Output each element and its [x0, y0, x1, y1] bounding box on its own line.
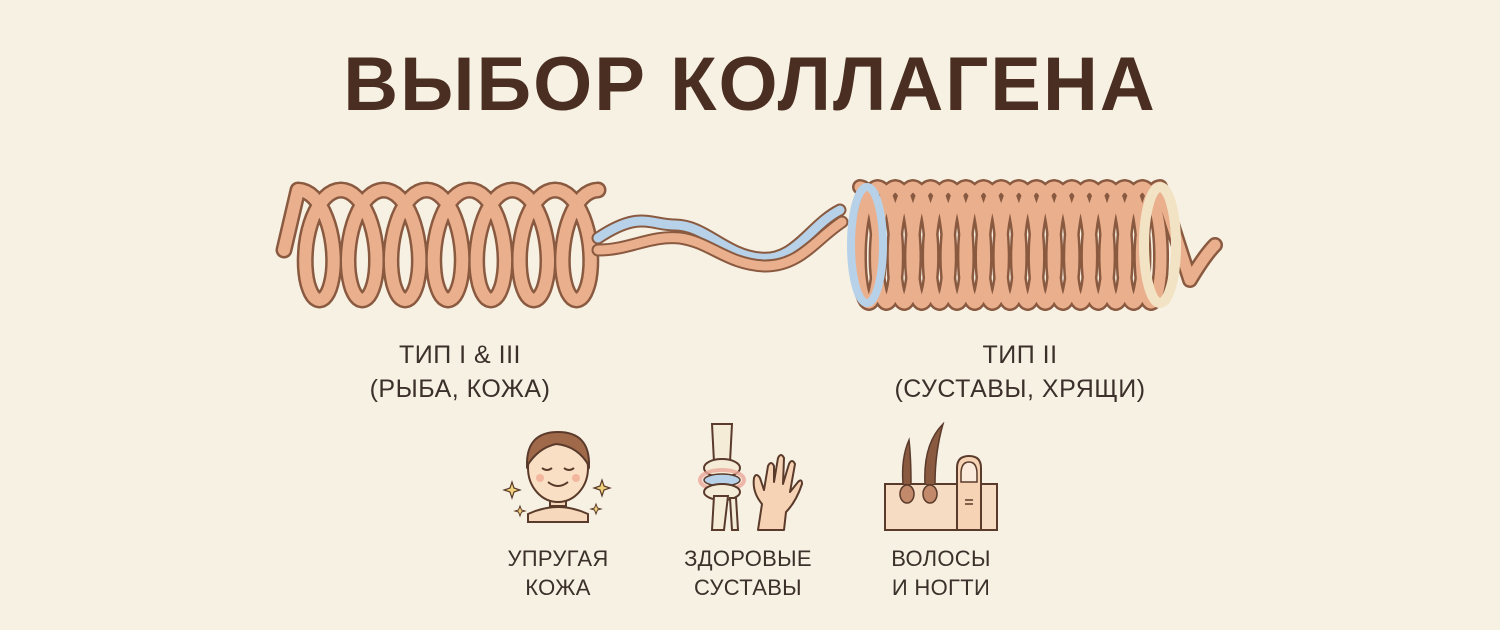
page-title: ВЫБОР КОЛЛАГЕНА: [343, 42, 1157, 127]
type-2-source: (СУСТАВЫ, ХРЯЩИ): [894, 375, 1146, 403]
benefit-caption: ВОЛОСЫ И НОГТИ: [846, 544, 1036, 602]
caption-line: СУСТАВЫ: [694, 575, 802, 600]
knee-joint-icon: [698, 423, 803, 531]
type-2-label: ТИП II (СУСТАВЫ, ХРЯЩИ): [870, 338, 1170, 406]
benefit-hair-and-nails: ВОЛОСЫ И НОГТИ: [846, 422, 1036, 602]
caption-line: И НОГТИ: [891, 575, 991, 600]
hair-nail-icon: [884, 422, 998, 531]
caption-line: ВОЛОСЫ: [891, 546, 991, 571]
middle-strand-link: [591, 203, 849, 273]
benefit-caption: ЗДОРОВЫЕ СУСТАВЫ: [653, 544, 843, 602]
benefit-healthy-joints: ЗДОРОВЫЕ СУСТАВЫ: [653, 422, 843, 602]
caption-line: ЗДОРОВЫЕ: [684, 546, 812, 571]
right-dense-helix-coil: [847, 179, 1223, 311]
left-helix-coil: [275, 181, 607, 309]
face-icon: [502, 430, 612, 523]
type-1-3-label: ТИП I & III (РЫБА, КОЖА): [330, 338, 590, 406]
type-2-name: ТИП II: [982, 341, 1058, 369]
benefit-elastic-skin: УПРУГАЯ КОЖА: [463, 422, 653, 602]
type-1-3-source: (РЫБА, КОЖА): [369, 375, 551, 403]
caption-line: УПРУГАЯ: [507, 546, 609, 571]
collagen-helix-illustration: [275, 179, 1223, 311]
type-1-3-name: ТИП I & III: [398, 341, 521, 369]
benefit-caption: УПРУГАЯ КОЖА: [463, 544, 653, 602]
caption-line: КОЖА: [525, 575, 591, 600]
